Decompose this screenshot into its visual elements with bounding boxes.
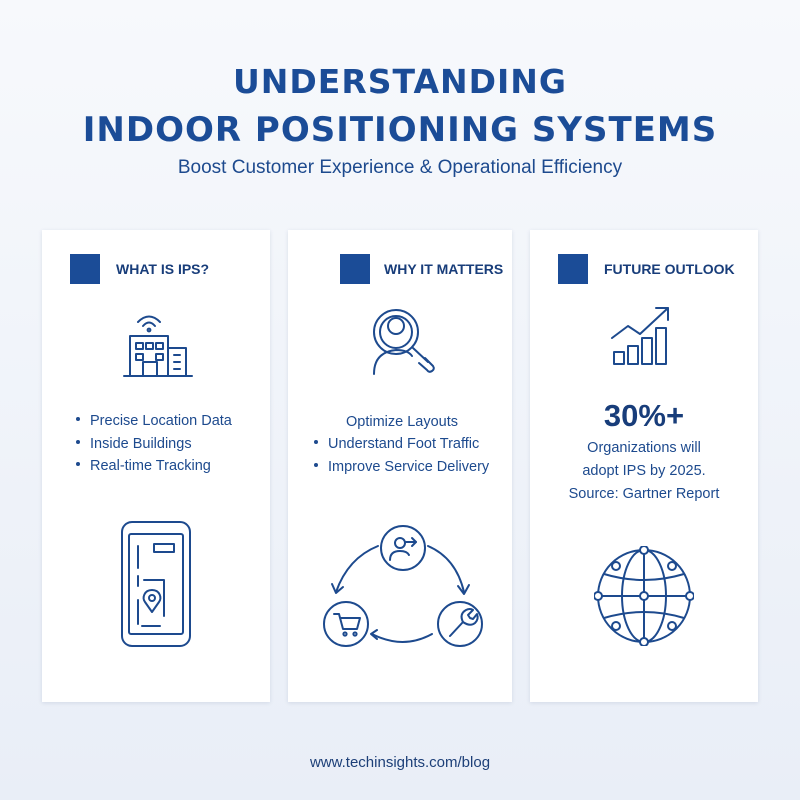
subtitle: Boost Customer Experience & Operational … [177,157,623,178]
growth-chart-icon [611,307,669,365]
bullet-list: Precise Location Data Inside Buildings R… [76,410,232,478]
smartphone-map-icon [121,521,191,647]
magnifier-person-icon [373,309,435,375]
card-header: FUTURE OUTLOOK [558,254,748,284]
list-item: Improve Service Delivery [314,456,489,479]
card-title: WHAT IS IPS? [116,261,210,277]
header-square-icon [558,254,588,284]
card-header: WHAT IS IPS? [70,254,260,284]
intro-text: Optimize Layouts [346,414,459,430]
stat-line: Organizations will [587,440,701,456]
card-header: WHY IT MATTERS [316,254,504,284]
globe-network-icon [594,546,694,646]
card-why-it-matters: WHY IT MATTERS Optimize Layouts Understa… [288,230,512,702]
stat-line: adopt IPS by 2025. [582,463,706,479]
building-wifi-icon [123,315,193,377]
title-line-2: INDOOR POSITIONING SYSTEMS [82,110,718,150]
card-what-is-ips: WHAT IS IPS? Precise Location Data Insid… [42,230,270,702]
stat-source: Source: Gartner Report [568,486,720,502]
list-item: Inside Buildings [76,433,232,456]
list-item: Real-time Tracking [76,455,232,478]
stat-value: 30%+ [603,398,685,433]
header-square-icon [340,254,370,284]
title-line-1: UNDERSTANDING [232,62,567,101]
card-future-outlook: FUTURE OUTLOOK 30%+ Organizations will a… [530,230,758,702]
list-item: Understand Foot Traffic [314,433,489,456]
list-item: Precise Location Data [76,410,232,433]
cycle-diagram-icon [323,525,483,647]
card-title: FUTURE OUTLOOK [604,261,735,277]
card-title: WHY IT MATTERS [384,261,504,277]
header-square-icon [70,254,100,284]
bullet-list: Understand Foot Traffic Improve Service … [314,433,489,478]
footer-url[interactable]: www.techinsights.com/blog [309,754,491,771]
